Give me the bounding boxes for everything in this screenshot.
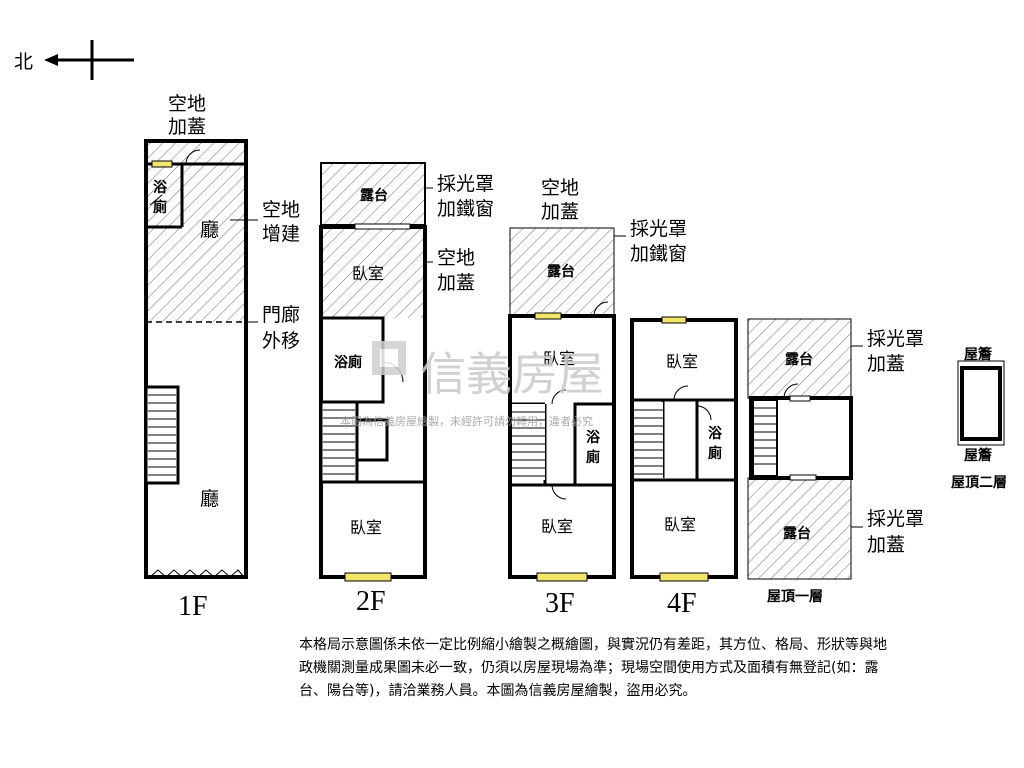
bedroom-label-4f-lower: 臥室 [664,515,696,534]
window-icon [659,572,709,582]
floor-label-roof-1: 屋頂一層 [767,589,823,605]
bath-label-3f-top: 浴 [586,429,601,446]
annotation-skylight-3f-line2: 加鐵窗 [630,243,687,265]
floor-label-3f: 3F [545,588,575,619]
roof-level-2-plan: 屋簷 屋簷 屋頂二層 [951,346,1007,491]
annotation-skylight-roof-bottom-line2: 加蓋 [867,534,905,556]
annotation-land-added-3f-line1: 空地 [541,177,579,199]
annotation-porch-line1: 門廊 [262,304,300,326]
window-icon [536,572,588,582]
annotation-skylight-roof-bottom-line1: 採光罩 [867,508,924,530]
annotation-land-extension-line1: 空地 [262,199,300,221]
bedroom-label-3f-upper: 臥室 [543,349,575,368]
annotation-land-added-2f-line1: 空地 [437,247,475,269]
roof-2-outline [960,366,1002,441]
floor-label-4f: 4F [667,588,697,619]
annotation-skylight-2f-line1: 採光罩 [437,173,494,195]
bath-label-4f-top: 浴 [708,425,723,442]
window-icon [534,312,562,320]
bedroom-label-3f-lower: 臥室 [541,517,573,536]
annotation-skylight-roof-top-line2: 加蓋 [867,353,905,375]
terrace-area-roof-bottom [747,477,852,580]
roof-level-1-plan: 露台 露台 屋頂一層 [747,318,853,605]
watermark-brand: 信義房屋 [420,347,604,401]
annotation-skylight-roof-top-line1: 採光罩 [867,328,924,350]
bath-label-top: 浴 [153,179,168,196]
floor-label-1f: 1F [178,591,208,622]
window-icon [151,160,173,168]
terrace-label-roof-bottom: 露台 [783,525,811,542]
window-icon [661,316,687,324]
north-arrow: 北 [14,40,134,80]
bath-label-3f-bottom: 廁 [586,449,600,466]
floor-3f-plan: 露台 臥室 浴 廁 臥室 3F [508,227,616,619]
annotation-land-added-3f-line2: 加蓋 [541,201,579,223]
hall-extension-area [146,141,246,322]
terrace-area-2f [320,162,426,226]
disclaimer-text: 本格局示意圖係未依一定比例縮小繪製之概繪圖，與實況仍有差距，其方位、格局、形狀等… [299,637,887,699]
annotation-land-added-2f-line2: 加蓋 [437,272,475,294]
bedroom-label-2f-upper: 臥室 [352,264,384,283]
bedroom-label-2f-lower: 臥室 [350,518,382,537]
north-label: 北 [14,51,33,73]
annotation-skylight-3f-line1: 採光罩 [630,218,687,240]
annotation-land-added-1f-line2: 加蓋 [168,116,206,138]
bedroom-extension-area-2f [321,227,425,318]
folding-door [149,569,245,578]
terrace-area-roof-top [747,318,852,399]
terrace-label-3f: 露台 [547,263,575,280]
bathroom-label-2f: 浴廁 [334,354,362,371]
window-icon [344,572,392,582]
eaves-label-top: 屋簷 [964,346,992,363]
floor-1f-plan: 浴 廁 廳 廳 1F [144,139,248,622]
watermark-notice: 本圖為信義房屋繪製，未經許可請勿轉用，違者必究 [340,414,593,428]
bath-label-bottom: 廁 [153,199,167,216]
annotation-land-added-1f-line1: 空地 [168,93,206,115]
hall-label-upper: 廳 [200,219,219,241]
floor-1f-outline [144,139,248,579]
annotation-land-extension-line2: 增建 [262,223,300,245]
terrace-label-2f: 露台 [360,187,388,204]
eaves-label-bottom: 屋簷 [964,447,992,464]
floor-label-roof-2: 屋頂二層 [951,475,1007,491]
bedroom-label-4f-upper: 臥室 [666,352,698,371]
terrace-label-roof-top: 露台 [785,351,813,368]
floor-2f-plan: 露台 臥室 浴廁 臥室 2F [319,162,427,617]
floor-4f-plan: 臥室 浴 廁 臥室 4F [630,316,738,619]
terrace-area-3f [509,227,615,317]
hall-label-lower: 廳 [200,488,219,510]
annotation-skylight-2f-line2: 加鐵窗 [437,198,494,220]
bath-label-4f-bottom: 廁 [708,445,722,462]
annotation-porch-line2: 外移 [262,330,300,352]
watermark: 信義房屋 本圖為信義房屋繪製，未經許可請勿轉用，違者必究 [340,341,604,428]
floor-label-2f: 2F [356,586,386,617]
